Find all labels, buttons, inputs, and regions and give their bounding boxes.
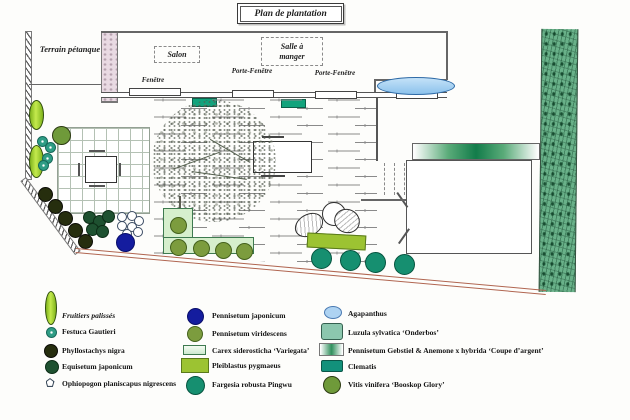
equisetum-plant [95,224,109,238]
marker-darkgreen-circle [45,360,59,374]
patio-table [85,156,117,183]
legend-label: Luzula sylvatica ‘Onderbos’ [348,328,439,337]
patio-chair-top [89,150,105,152]
patio-chair-left [78,163,80,176]
marker-navy-circle [186,307,204,325]
espalier-fruit-tree [29,100,44,130]
tree-branch [173,151,221,170]
phyllostachys-plant [67,222,83,238]
ophiopogon-plant [134,216,144,226]
house-right-line [446,31,448,80]
marker-teal-circle [185,375,205,395]
marker-dark-circle [44,344,58,358]
tree-canopy [152,100,276,222]
label-salon: Salon [167,49,187,59]
pond [377,77,455,95]
ophiopogon-plant [133,227,143,237]
label-terrain-petanque: Terrain pétanque [39,44,101,54]
deck-detail-dash-1 [384,163,385,195]
marker-pale-green-rect [183,345,206,355]
marker-olive-circle [187,326,203,342]
legend-label: Pennisetum Gebstiel & Anemone x hybrida … [348,346,544,355]
label-salon-box: Salon [154,46,200,63]
legend-label: Ophiopogon planiscapus nigrescens [62,379,177,388]
marker-espalier-ellipse [44,291,57,325]
marker-white-green-gradient-rect [319,343,344,356]
tree-branch [192,171,247,181]
vitis-vinifera-plant [51,125,71,145]
phyllostachys-plant [37,186,53,202]
festuca-plant [36,135,48,147]
patio-chair-right [119,163,121,176]
label-porte-fenetre-2: Porte-Fenêtre [314,69,356,77]
pleiblastus-bed [306,232,367,251]
deck-detail-dash-3 [404,163,405,195]
legend-label: Pennisetum viridescens [212,329,287,338]
legend-label: Phyllostachys nigra [62,346,125,355]
festuca-plant [37,159,49,171]
deck-detail-dash-2 [394,163,395,195]
marker-white-pentagon [45,378,55,387]
deck-right-edge [376,97,378,161]
festuca-plant [44,141,56,153]
dining-chair-top [262,136,284,138]
legend-label: Fargesia robusta Pingwu [212,380,292,389]
hedge [538,28,579,293]
garage [406,160,532,254]
legend-label: Fruitiers palissés [62,311,116,320]
title-box: Plan de plantation [237,3,345,24]
fargesia-plant [310,247,332,269]
house-top-line [101,31,447,33]
tree-branch [209,138,250,163]
fargesia-plant [393,253,415,275]
label-salle-a-manger-box: Salle à manger [261,37,323,66]
fargesia-plant [364,251,386,273]
marker-green-circle [323,376,341,394]
side-room-line [361,199,406,201]
legend-label: Agapanthus [348,309,387,318]
legend-label: Pleiblastus pygmaeus [212,361,281,370]
pennisetum-viridescens-plant [214,241,232,259]
equisetum-plant [101,209,115,223]
house-ledge-side [374,79,376,93]
legend-label: Pennisetum japonicum [212,311,286,320]
label-fenetre: Fenêtre [141,76,165,84]
window-fenetre [129,88,181,96]
label-salle-a-manger: Salle à manger [279,42,305,61]
pennisetum-viridescens-plant [169,216,187,234]
marker-teal-rect [321,360,343,372]
phyllostachys-plant [57,210,73,226]
phyllostachys-plant [47,198,63,214]
marker-yellowgreen-rect [181,358,209,373]
marker-seagreen-rect [321,323,343,340]
petanque-edge-line [29,84,101,85]
legend-label: Carex siderosticha ‘Variegata’ [212,346,310,355]
pennisetum-viridescens-plant [169,238,187,256]
marker-festuca-dot [45,326,57,338]
pennisetum-viridescens-plant [192,239,210,257]
legend-label: Clematis [348,362,377,371]
pennisetum-japonicum-plant [115,232,135,252]
fargesia-plant [339,249,361,271]
label-porte-fenetre-1: Porte-Fenêtre [231,67,273,75]
phyllostachys-plant [77,233,93,249]
patio-chair-bottom [89,185,105,187]
gradient-planter [412,143,540,160]
window-porte-fenetre-1 [232,90,274,98]
legend-label: Vitis vinifera ‘Booskop Glory’ [348,380,445,389]
legend-label: Equisetum japonicum [62,362,133,371]
page-title: Plan de plantation [239,5,342,22]
marker-blue-ellipse [324,306,342,319]
legend-label: Festuca Gautieri [62,327,116,336]
pennisetum-viridescens-plant [235,242,253,260]
pentagon-inner [46,379,54,386]
